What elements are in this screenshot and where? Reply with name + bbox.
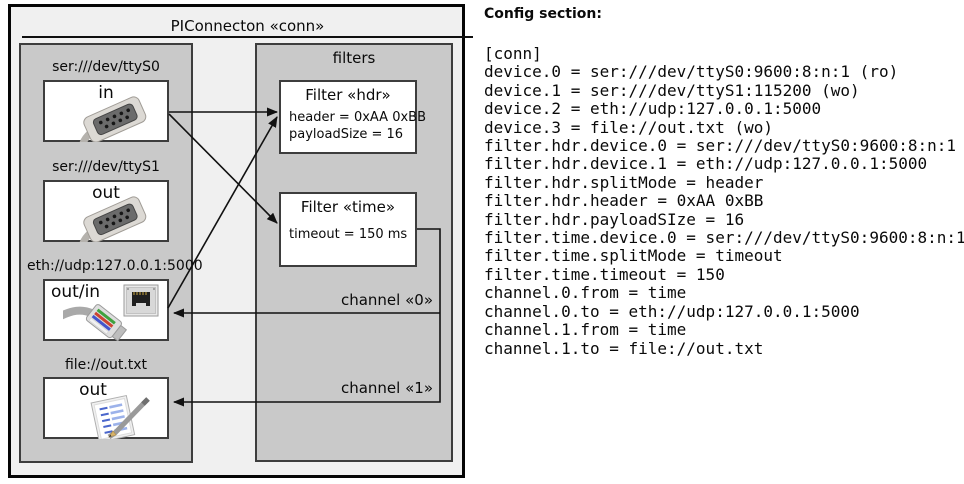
config-line: filter.time.timeout = 150 — [484, 264, 725, 284]
config-line: channel.1.to = file://out.txt — [484, 338, 764, 358]
serial-connector-icon — [78, 96, 147, 142]
device-box-eth: out/in — [43, 279, 169, 341]
diagram-title: PIConnecton «conn» — [22, 14, 473, 38]
config-line: filter.time.device.0 = ser:///dev/ttyS0:… — [484, 228, 964, 248]
config-line: [conn] — [484, 44, 542, 63]
device-port-ttyS0: in — [98, 83, 114, 103]
config-line: filter.hdr.splitMode = header — [484, 172, 764, 192]
filter-time-prop-timeout: timeout = 150 ms — [289, 227, 408, 242]
device-label-eth: eth://udp:127.0.0.1:5000 — [27, 258, 203, 274]
config-line: channel.1.from = time — [484, 320, 687, 340]
config-line: filter.hdr.device.1 = eth://udp:127.0.0.… — [484, 154, 928, 174]
config-line: filter.time.splitMode = timeout — [484, 246, 783, 266]
filter-time-title: Filter «time» — [300, 198, 396, 216]
device-label-file: file://out.txt — [64, 357, 148, 373]
config-body: [conn] device.0 = ser:///dev/ttyS0:9600:… — [484, 44, 964, 358]
device-port-ttyS1: out — [92, 183, 120, 203]
filter-hdr-prop-header: header = 0xAA 0xBB — [289, 110, 427, 125]
config-line: filter.hdr.payloadSIze = 16 — [484, 209, 745, 229]
notepad-icon — [90, 394, 150, 439]
config-heading: Config section: — [484, 6, 602, 22]
config-line: device.0 = ser:///dev/ttyS0:9600:8:n:1 (… — [484, 62, 899, 82]
config-line: channel.0.to = eth://udp:127.0.0.1:5000 — [484, 301, 860, 321]
ethernet-connector-icon — [63, 304, 128, 341]
device-box-file: out — [43, 377, 169, 439]
filter-hdr-prop-payloadsize: payloadSize = 16 — [289, 127, 404, 142]
config-line: device.2 = eth://udp:127.0.0.1:5000 — [484, 99, 822, 119]
channel-1-label: channel «1» — [340, 379, 433, 397]
filter-box-time: Filter «time» timeout = 150 ms — [279, 192, 417, 267]
serial-connector-icon — [78, 196, 147, 242]
config-line: filter.hdr.device.0 = ser:///dev/ttyS0:9… — [484, 136, 957, 156]
device-port-file: out — [79, 380, 107, 400]
device-label-ttyS1: ser:///dev/ttyS1 — [52, 159, 160, 175]
config-line: device.3 = file://out.txt (wo) — [484, 117, 773, 137]
filter-box-hdr: Filter «hdr» header = 0xAA 0xBB payloadS… — [279, 80, 426, 154]
ethernet-port-icon — [123, 284, 159, 317]
channel-0-label: channel «0» — [340, 291, 433, 309]
device-box-ttyS1: out — [43, 180, 169, 242]
config-line: channel.0.from = time — [484, 283, 687, 303]
config-line: filter.hdr.header = 0xAA 0xBB — [484, 191, 764, 211]
filters-group-title: filters — [332, 49, 376, 67]
device-port-eth: out/in — [51, 282, 101, 302]
config-line: device.1 = ser:///dev/ttyS1:115200 (wo) — [484, 80, 860, 100]
filter-hdr-title: Filter «hdr» — [305, 86, 391, 104]
device-label-ttyS0: ser:///dev/ttyS0 — [52, 59, 160, 75]
device-box-ttyS0: in — [43, 80, 169, 142]
